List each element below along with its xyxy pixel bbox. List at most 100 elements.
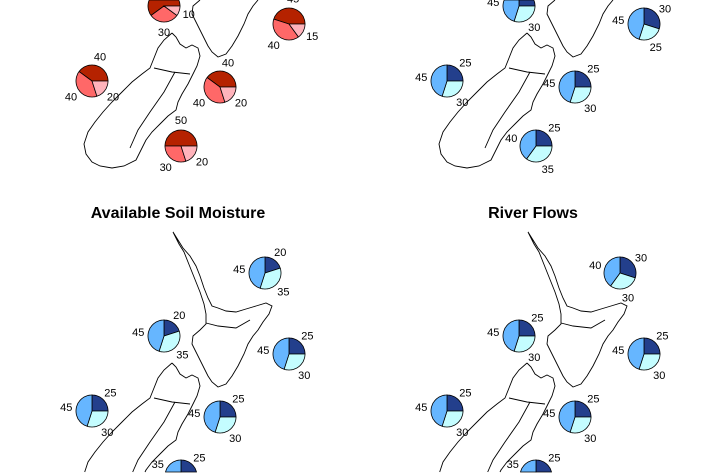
- pie-slice-label: 45: [487, 327, 499, 339]
- pie-slice-label: 30: [456, 427, 468, 439]
- pie-slice: [518, 319, 536, 337]
- panel-top-left: 603010454015404020404020503020: [65, 0, 318, 174]
- pie-slice-label: 30: [101, 427, 113, 439]
- coastline: [153, 397, 191, 405]
- pie-slice: [273, 7, 306, 25]
- pie-slice-label: 25: [587, 64, 599, 76]
- pie-slice-label: 25: [193, 453, 205, 465]
- pie-slice: [75, 394, 93, 427]
- pie-slice: [248, 256, 266, 289]
- pie-slice-label: 20: [173, 310, 185, 322]
- pie-slice: [78, 64, 109, 82]
- pie-slice: [638, 353, 661, 371]
- coastline: [508, 67, 546, 75]
- pie-slice-label: 45: [612, 15, 624, 27]
- pie-slice: [643, 7, 661, 30]
- pie-slice-label: 25: [587, 394, 599, 406]
- pie-slice: [502, 0, 520, 22]
- pie-slice-label: 25: [459, 58, 471, 70]
- pie-slice: [75, 71, 98, 98]
- coastline: [439, 362, 528, 473]
- nz-coastline-map: [83, 0, 259, 169]
- pie-slice: [446, 394, 464, 412]
- pie-slice-label: 35: [152, 459, 164, 471]
- pie-slice-label: 25: [548, 123, 560, 135]
- nz-coastline-map: [438, 0, 614, 169]
- pie-slice-label: 30: [456, 97, 468, 109]
- pie-slice-label: 30: [622, 293, 634, 305]
- pie-slice: [518, 0, 536, 7]
- coastline: [527, 231, 628, 388]
- pie-slice: [638, 23, 660, 41]
- pie-slice: [619, 256, 637, 279]
- pie-slice: [513, 5, 536, 23]
- pie-slice-label: 30: [653, 370, 665, 382]
- pie-slice-label: 45: [233, 264, 245, 276]
- pie-region-4: 25 30 45: [415, 58, 471, 109]
- pie-slice-label: 35: [542, 164, 554, 176]
- pie-slice: [180, 145, 198, 162]
- pie-slice-label: 30: [158, 27, 170, 39]
- pie-slice: [164, 145, 187, 163]
- pie-slice: [627, 337, 645, 370]
- pie-slice-label: 45: [487, 0, 499, 9]
- pie-slice: [91, 80, 109, 97]
- pie-slice-label: 45: [188, 408, 200, 420]
- pie-slice-label: 30: [584, 433, 596, 445]
- pie-slice-label: 40: [589, 260, 601, 272]
- pie-slice: [430, 64, 448, 97]
- pie-slice-label: 30: [635, 253, 647, 265]
- pie-slice-label: 25: [548, 453, 560, 465]
- pie-slice: [214, 416, 237, 434]
- pie-slice-label: 45: [612, 345, 624, 357]
- pie-slice: [574, 400, 592, 418]
- pie-slice-label: 30: [584, 103, 596, 115]
- pie-slice-label: 45: [543, 78, 555, 90]
- pie-slice-label: 35: [507, 459, 519, 471]
- pie-slice: [162, 5, 181, 16]
- pie-slice-label: 35: [176, 349, 188, 361]
- pie-region-6: 25 35: [152, 453, 206, 473]
- pie-slice: [610, 272, 636, 290]
- pie-slice-label: 10: [183, 9, 195, 21]
- pie-slice: [603, 256, 621, 287]
- pie-slice: [574, 70, 592, 88]
- pie-slice-label: 30: [160, 162, 172, 174]
- pie-slice-label: 35: [277, 286, 289, 298]
- pie-slice: [569, 416, 592, 434]
- pie-slice-label: 45: [415, 72, 427, 84]
- coastline: [560, 319, 606, 329]
- pie-slice: [520, 459, 537, 473]
- pie-slice: [627, 7, 645, 40]
- pie-slice-label: 45: [257, 345, 269, 357]
- pie-slice-label: 30: [528, 352, 540, 364]
- pie-slice: [535, 129, 553, 147]
- pie-slice-label: 20: [107, 91, 119, 103]
- pie-slice: [441, 410, 464, 428]
- pie-slice: [526, 145, 553, 163]
- coastline: [144, 362, 201, 473]
- pie-region-1: 30 30 40: [589, 253, 647, 305]
- coastline: [129, 71, 176, 149]
- pie-slice: [283, 353, 306, 371]
- pie-slice: [206, 70, 237, 88]
- nz-coastline-map: [439, 231, 628, 473]
- pie-region-2: 603010: [147, 0, 195, 39]
- pie-slice: [259, 267, 282, 290]
- pie-slice: [441, 80, 464, 98]
- pie-slice-label: 40: [222, 57, 234, 69]
- pie-slice: [165, 459, 182, 473]
- coastline: [546, 0, 614, 58]
- panel-top-right: 253045302545253045253045253540: [415, 0, 671, 176]
- pie-slice-label: 45: [60, 402, 72, 414]
- pie-slice-label: 30: [298, 370, 310, 382]
